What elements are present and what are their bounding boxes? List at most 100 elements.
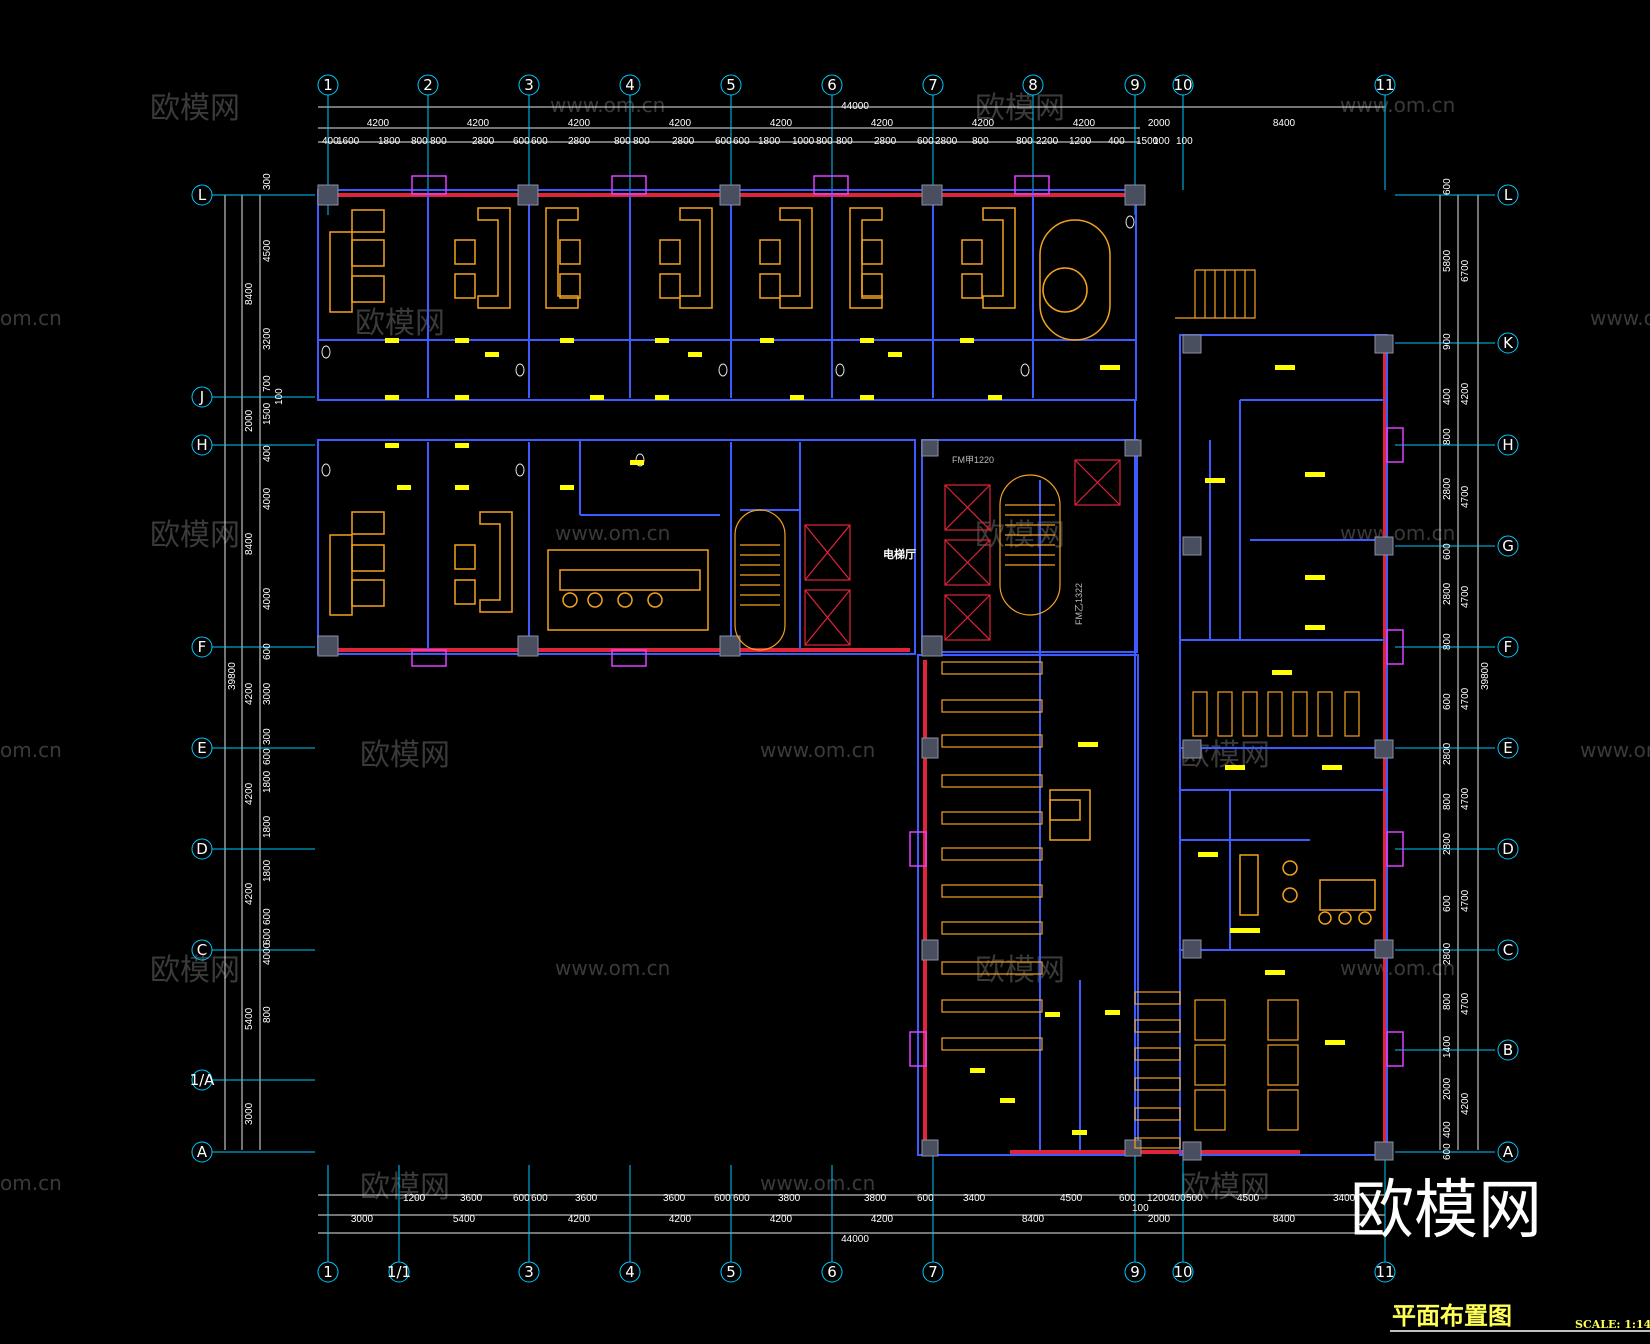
dimension-text: 4200 <box>770 1214 793 1225</box>
dimension-text: 400 <box>1442 388 1453 405</box>
axis-bubble: 6 <box>821 1261 843 1283</box>
svg-text:4: 4 <box>625 1263 635 1281</box>
fire-door-tag: FM乙1322 <box>1074 583 1084 625</box>
drawing-scale: SCALE: 1:140 <box>1575 1318 1650 1331</box>
dimension-text: 2000 <box>1148 118 1171 129</box>
axis-bubble: G <box>1497 535 1519 557</box>
axis-bubbles-right: L K H G F E D C B A <box>1497 184 1519 1163</box>
dimension-text: 600 <box>513 1193 530 1204</box>
dimension-text: 600 <box>531 136 548 147</box>
brand-watermark: 欧模网 <box>1350 1174 1542 1248</box>
watermark: om.cn <box>0 306 62 330</box>
dimension-text: 1200 <box>403 1193 426 1204</box>
dimension-text: 3400 <box>963 1193 986 1204</box>
svg-text:6: 6 <box>827 1263 837 1281</box>
svg-text:5: 5 <box>726 1263 736 1281</box>
dimension-text: 4200 <box>669 118 692 129</box>
svg-text:7: 7 <box>928 76 938 94</box>
dimension-text: 600 <box>262 748 273 765</box>
dimension-text: 1800 <box>262 815 273 838</box>
dimension-text: 3000 <box>351 1214 374 1225</box>
axis-bubble: 3 <box>518 74 540 96</box>
office-furniture <box>329 207 1376 925</box>
watermark: www.om.cn <box>1340 93 1455 117</box>
dimension-text: 4700 <box>1460 992 1471 1015</box>
svg-text:C: C <box>197 941 207 959</box>
dimension-text: 2800 <box>472 136 495 147</box>
dimension-text: 4700 <box>1460 687 1471 710</box>
dimension-text: 4200 <box>244 682 255 705</box>
dimension-text: 1800 <box>378 136 401 147</box>
dimension-text: 1200 <box>1069 136 1092 147</box>
axis-bubble: 7 <box>922 1261 944 1283</box>
svg-text:A: A <box>197 1143 208 1161</box>
axis-bubble: 6 <box>821 74 843 96</box>
axis-bubble: 2 <box>417 74 439 96</box>
svg-text:1/A: 1/A <box>190 1071 216 1089</box>
dimension-text: 4200 <box>669 1214 692 1225</box>
watermark: 欧模网 <box>975 953 1065 988</box>
dimension-text: 2800 <box>935 136 958 147</box>
axis-bubble: H <box>1497 434 1519 456</box>
dimension-text: 4200 <box>568 1214 591 1225</box>
dimension-text: 700 <box>262 375 273 392</box>
dimension-text: 1800 <box>262 859 273 882</box>
dimension-text: 4700 <box>1460 585 1471 608</box>
axis-bubble: C <box>1497 939 1519 961</box>
dimension-text: 4200 <box>972 118 995 129</box>
dimension-text: 8400 <box>244 282 255 305</box>
dimension-text: 4200 <box>871 1214 894 1225</box>
axis-bubble: A <box>191 1141 213 1163</box>
axis-bubble: 4 <box>619 74 641 96</box>
watermark: www.om.cn <box>555 521 670 545</box>
axis-bubble: 1 <box>317 1261 339 1283</box>
watermark: om.cn <box>0 738 62 762</box>
dimension-text: 2800 <box>1442 942 1453 965</box>
axis-bubble: 10 <box>1172 74 1194 96</box>
dimension-text: 4000 <box>262 942 273 965</box>
dimension-text: 500 <box>1186 1193 1203 1204</box>
watermark: 欧模网 <box>150 953 240 988</box>
bottom-dimensions: 1200 3600 600 600 3600 3600 600 600 3800… <box>351 1193 1356 1245</box>
watermark: 欧模网 <box>150 518 240 553</box>
dimension-text: 3800 <box>864 1193 887 1204</box>
watermark: 欧模网 <box>360 1170 450 1205</box>
svg-text:2: 2 <box>423 76 433 94</box>
axis-bubble: 9 <box>1124 1261 1146 1283</box>
dimension-text: 4200 <box>770 118 793 129</box>
axis-bubble: 1/1 <box>387 1261 411 1283</box>
svg-text:G: G <box>1502 537 1514 555</box>
dimension-text: 3600 <box>460 1193 483 1204</box>
axis-bubble: 1 <box>317 74 339 96</box>
dimension-text: 4700 <box>1460 787 1471 810</box>
dimension-text: 800 <box>1442 633 1453 650</box>
dimension-text: 800 <box>1016 136 1033 147</box>
dimension-text: 100 <box>1176 136 1193 147</box>
dimension-text: 600 <box>513 136 530 147</box>
dimension-text: 5400 <box>453 1214 476 1225</box>
dimension-text: 600 <box>262 643 273 660</box>
watermark: om.cn <box>0 1171 62 1195</box>
dimension-text: 800 <box>411 136 428 147</box>
dimension-text: 5800 <box>1442 249 1453 272</box>
room-partitions <box>427 195 1034 650</box>
dimension-text: 1400 <box>1442 1035 1453 1058</box>
svg-text:11: 11 <box>1375 76 1394 94</box>
svg-text:L: L <box>1504 186 1513 204</box>
interior-walls <box>317 189 1388 1156</box>
dimension-text: 4000 <box>262 587 273 610</box>
axis-bubble: 11 <box>1374 74 1396 96</box>
dimension-text: 3200 <box>262 327 273 350</box>
axis-bubble: 10 <box>1172 1261 1194 1283</box>
dimension-text: 600 <box>1442 1143 1453 1160</box>
svg-text:1/1: 1/1 <box>387 1263 411 1281</box>
svg-text:4: 4 <box>625 76 635 94</box>
axis-bubble: B <box>1497 1039 1519 1061</box>
dimension-text: 600 <box>733 136 750 147</box>
axis-bubbles-bottom: 1 1/1 3 4 5 6 7 9 10 11 <box>317 1261 1396 1283</box>
dimension-text: 4200 <box>244 882 255 905</box>
dimension-text: 2800 <box>568 136 591 147</box>
dimension-text: 300 <box>262 173 273 190</box>
dimension-text: 2800 <box>1442 742 1453 765</box>
